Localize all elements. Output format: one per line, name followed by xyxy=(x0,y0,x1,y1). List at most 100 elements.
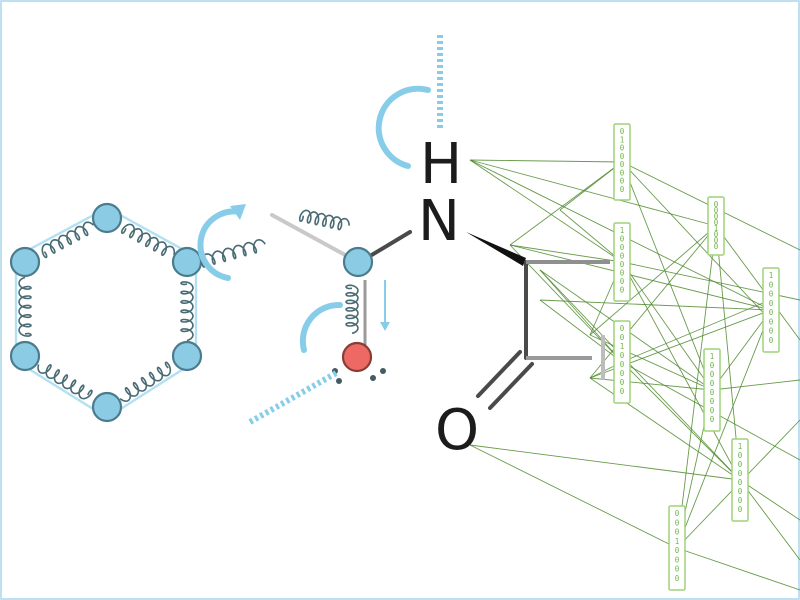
network-node-bit: 0 xyxy=(675,528,680,537)
network-node-bit: 0 xyxy=(710,370,715,379)
network-connection xyxy=(589,377,713,391)
network-node-bit: 0 xyxy=(738,469,743,478)
ring-atom xyxy=(171,246,203,278)
network-node-bit: 0 xyxy=(675,565,680,574)
lone-pair-dot xyxy=(380,368,386,374)
wedge-bond xyxy=(466,232,526,266)
network-node-box xyxy=(613,320,631,404)
network-connection xyxy=(539,269,741,481)
network-node-bit: 0 xyxy=(620,152,625,161)
ring-bond-lines xyxy=(14,209,198,416)
network-node-bit: 0 xyxy=(714,206,719,215)
oxygen-atom xyxy=(341,341,373,373)
ring-spring xyxy=(18,276,32,337)
network-node-bit: 0 xyxy=(620,269,625,278)
network-node-bit: 0 xyxy=(769,280,774,289)
network-nodes: 0100000010000000001000000000100010000000… xyxy=(613,123,780,591)
network-node-bit: 0 xyxy=(675,574,680,583)
network-connection xyxy=(509,244,772,311)
down-arrow-icon xyxy=(380,322,390,331)
rotation-arrow-icon xyxy=(230,204,246,220)
network-node-bit: 0 xyxy=(769,317,774,326)
network-node-bit: 0 xyxy=(710,388,715,397)
network-connection xyxy=(469,159,623,263)
network-connection xyxy=(539,299,772,311)
ring-bond-line xyxy=(110,209,193,256)
ring-bond-line xyxy=(20,209,104,256)
network-node-bit: 0 xyxy=(738,496,743,505)
ring-atom xyxy=(91,391,123,423)
network-connection xyxy=(469,444,741,481)
network-connection xyxy=(676,547,800,591)
network-node-bit: 0 xyxy=(620,252,625,261)
ring-atom xyxy=(91,202,123,234)
network-node-bit: 0 xyxy=(620,260,625,269)
network-node-bit: 0 xyxy=(769,299,774,308)
chain-spring-ring-link xyxy=(201,238,266,269)
network-node-bit: 0 xyxy=(714,242,719,251)
network-node-bit: 0 xyxy=(710,397,715,406)
network-node-bit: 0 xyxy=(675,555,680,564)
network-connection xyxy=(676,309,772,549)
network-connection xyxy=(621,161,771,321)
network-node-box xyxy=(762,267,780,353)
network-node-bit: 1 xyxy=(675,537,680,546)
ring-spring xyxy=(180,281,194,342)
network-node-bit: 0 xyxy=(714,218,719,227)
network-node-bit: 0 xyxy=(620,144,625,153)
network-node-bit: 0 xyxy=(714,200,719,209)
ring-spring xyxy=(119,361,172,403)
chain-spring-upper xyxy=(298,209,350,231)
network-connection xyxy=(739,479,800,521)
network-node-bit: 0 xyxy=(620,177,625,186)
network-node-bit: 0 xyxy=(620,277,625,286)
network-node-bit: 0 xyxy=(620,286,625,295)
network-node-bit: 0 xyxy=(620,387,625,396)
network-node-bit: 0 xyxy=(620,351,625,360)
network-node-bit: 0 xyxy=(714,212,719,221)
network-node-bit: 0 xyxy=(620,333,625,342)
network-node-box xyxy=(613,123,631,201)
network-connection xyxy=(469,444,678,549)
network-node-bit: 0 xyxy=(620,369,625,378)
dotted-h-bond xyxy=(248,369,340,425)
network-node-bit: 0 xyxy=(620,160,625,169)
nitrogen-label: N xyxy=(418,189,460,254)
network-connection xyxy=(739,479,800,561)
network-node-bit: 0 xyxy=(738,478,743,487)
carbon-atom xyxy=(342,246,374,278)
chain-spring-vertical xyxy=(345,284,359,335)
ring-spring xyxy=(37,363,93,400)
beta-lactam-ring xyxy=(466,232,610,410)
network-node-box xyxy=(668,505,686,591)
network-connection xyxy=(715,225,741,481)
ring-springs xyxy=(18,221,194,403)
network-node-bit: 1 xyxy=(738,442,743,451)
network-node-bit: 0 xyxy=(738,505,743,514)
network-node-box xyxy=(707,196,725,256)
ring-atoms xyxy=(9,202,203,423)
network-node-bit: 0 xyxy=(620,378,625,387)
network-node-bit: 0 xyxy=(620,168,625,177)
network-connection xyxy=(509,244,623,263)
hydrogen-label: H xyxy=(420,132,462,197)
carbonyl-bond-1 xyxy=(476,350,522,398)
network-connection xyxy=(621,299,771,363)
network-node-bit: 0 xyxy=(738,451,743,460)
network-connection xyxy=(589,225,717,336)
rotation-arc-ring xyxy=(197,208,243,281)
network-connection xyxy=(539,299,623,363)
carbonyl-bond-2 xyxy=(488,362,534,410)
network-connection xyxy=(469,159,623,163)
network-node-bit: 0 xyxy=(710,415,715,424)
network-node-bit: 1 xyxy=(769,271,774,280)
ring-bond-line xyxy=(110,362,193,416)
